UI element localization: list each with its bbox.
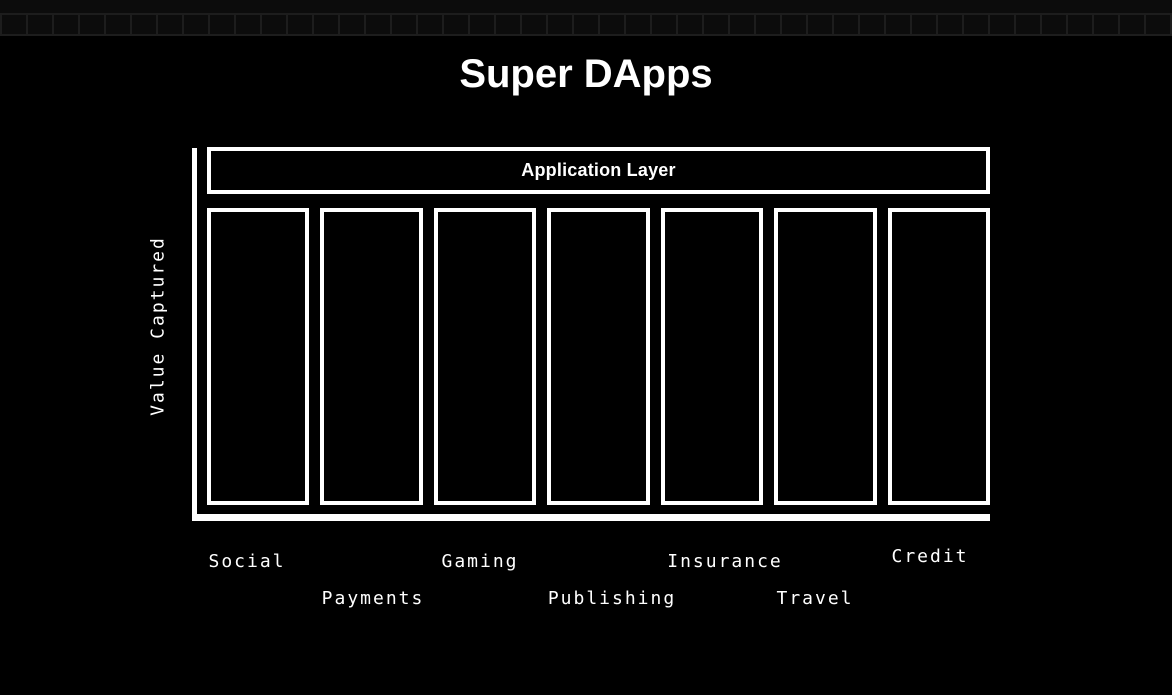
label-payments: Payments [321,588,425,609]
label-travel: Travel [776,588,854,609]
bar-travel [774,208,877,505]
label-insurance: Insurance [667,551,783,572]
top-grid-decoration [0,0,1172,36]
bar-social [207,208,310,505]
application-layer-box: Application Layer [207,147,990,194]
x-axis-line [192,514,990,521]
label-publishing: Publishing [547,588,677,609]
label-social: Social [208,551,286,572]
bar-insurance [660,208,764,505]
bar-credit [887,208,990,505]
bar-gaming [433,208,537,505]
label-gaming: Gaming [441,551,519,572]
application-layer-label: Application Layer [521,160,676,180]
y-axis-line [192,148,197,521]
label-credit: Credit [891,546,969,567]
page-title: Super DApps [459,52,713,96]
y-axis-label: Value Captured [147,236,169,416]
bar-payments [320,208,423,505]
bar-publishing [547,208,650,505]
bars-row [207,208,990,505]
